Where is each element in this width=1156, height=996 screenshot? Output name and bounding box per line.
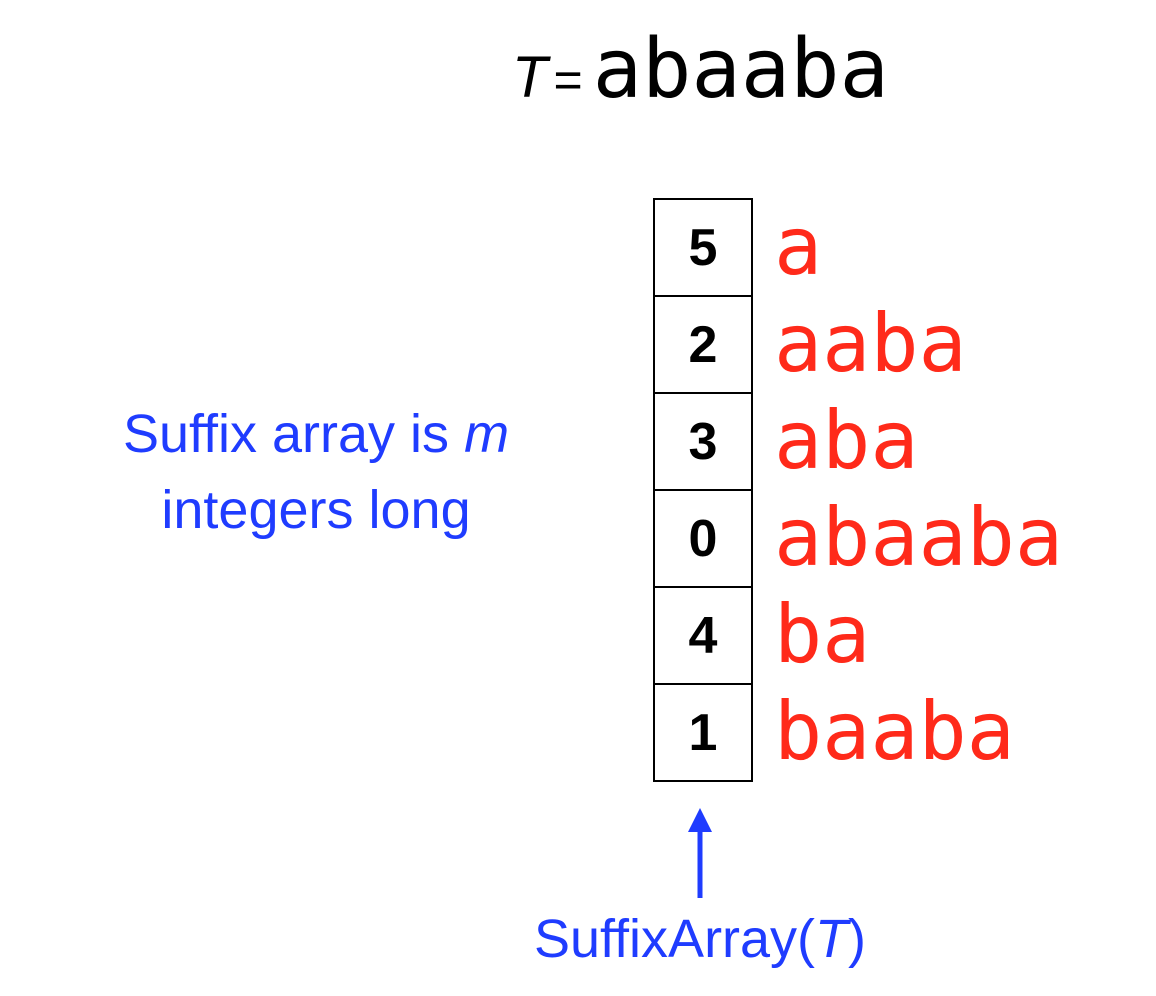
caption-suffix: ) [848, 909, 867, 969]
up-arrow-icon [688, 808, 712, 898]
array-cell: 4 [655, 588, 751, 685]
title-variable: T [512, 45, 548, 110]
suffix-label: baaba [774, 684, 1015, 778]
suffix-label: abaaba [774, 490, 1063, 584]
length-note-prefix: Suffix array is [122, 404, 465, 464]
title-equals: = [553, 52, 583, 108]
title-equation: T = abaaba [512, 22, 889, 122]
length-note-line1: Suffix array is m [56, 396, 576, 472]
length-note-variable: m [464, 404, 510, 464]
length-note: Suffix array is m integers long [56, 396, 576, 548]
suffix-label: ba [774, 587, 871, 681]
suffix-label: aaba [774, 296, 967, 390]
length-note-line2: integers long [161, 480, 471, 540]
array-cell: 2 [655, 297, 751, 394]
suffix-array-caption: SuffixArray(T) [500, 908, 900, 970]
array-cell: 3 [655, 394, 751, 491]
array-cell: 0 [655, 491, 751, 588]
suffix-label: a [774, 199, 823, 293]
caption-prefix: SuffixArray( [533, 909, 816, 969]
suffix-label: aba [774, 393, 919, 487]
array-cell: 1 [655, 685, 751, 782]
array-cell: 5 [655, 200, 751, 297]
suffix-array-box: 5 2 3 0 4 1 [653, 198, 753, 782]
title-string: abaaba [592, 22, 889, 117]
caption-variable: T [815, 909, 849, 969]
sorted-suffix-list: a aaba aba abaaba ba baaba [774, 198, 1063, 780]
